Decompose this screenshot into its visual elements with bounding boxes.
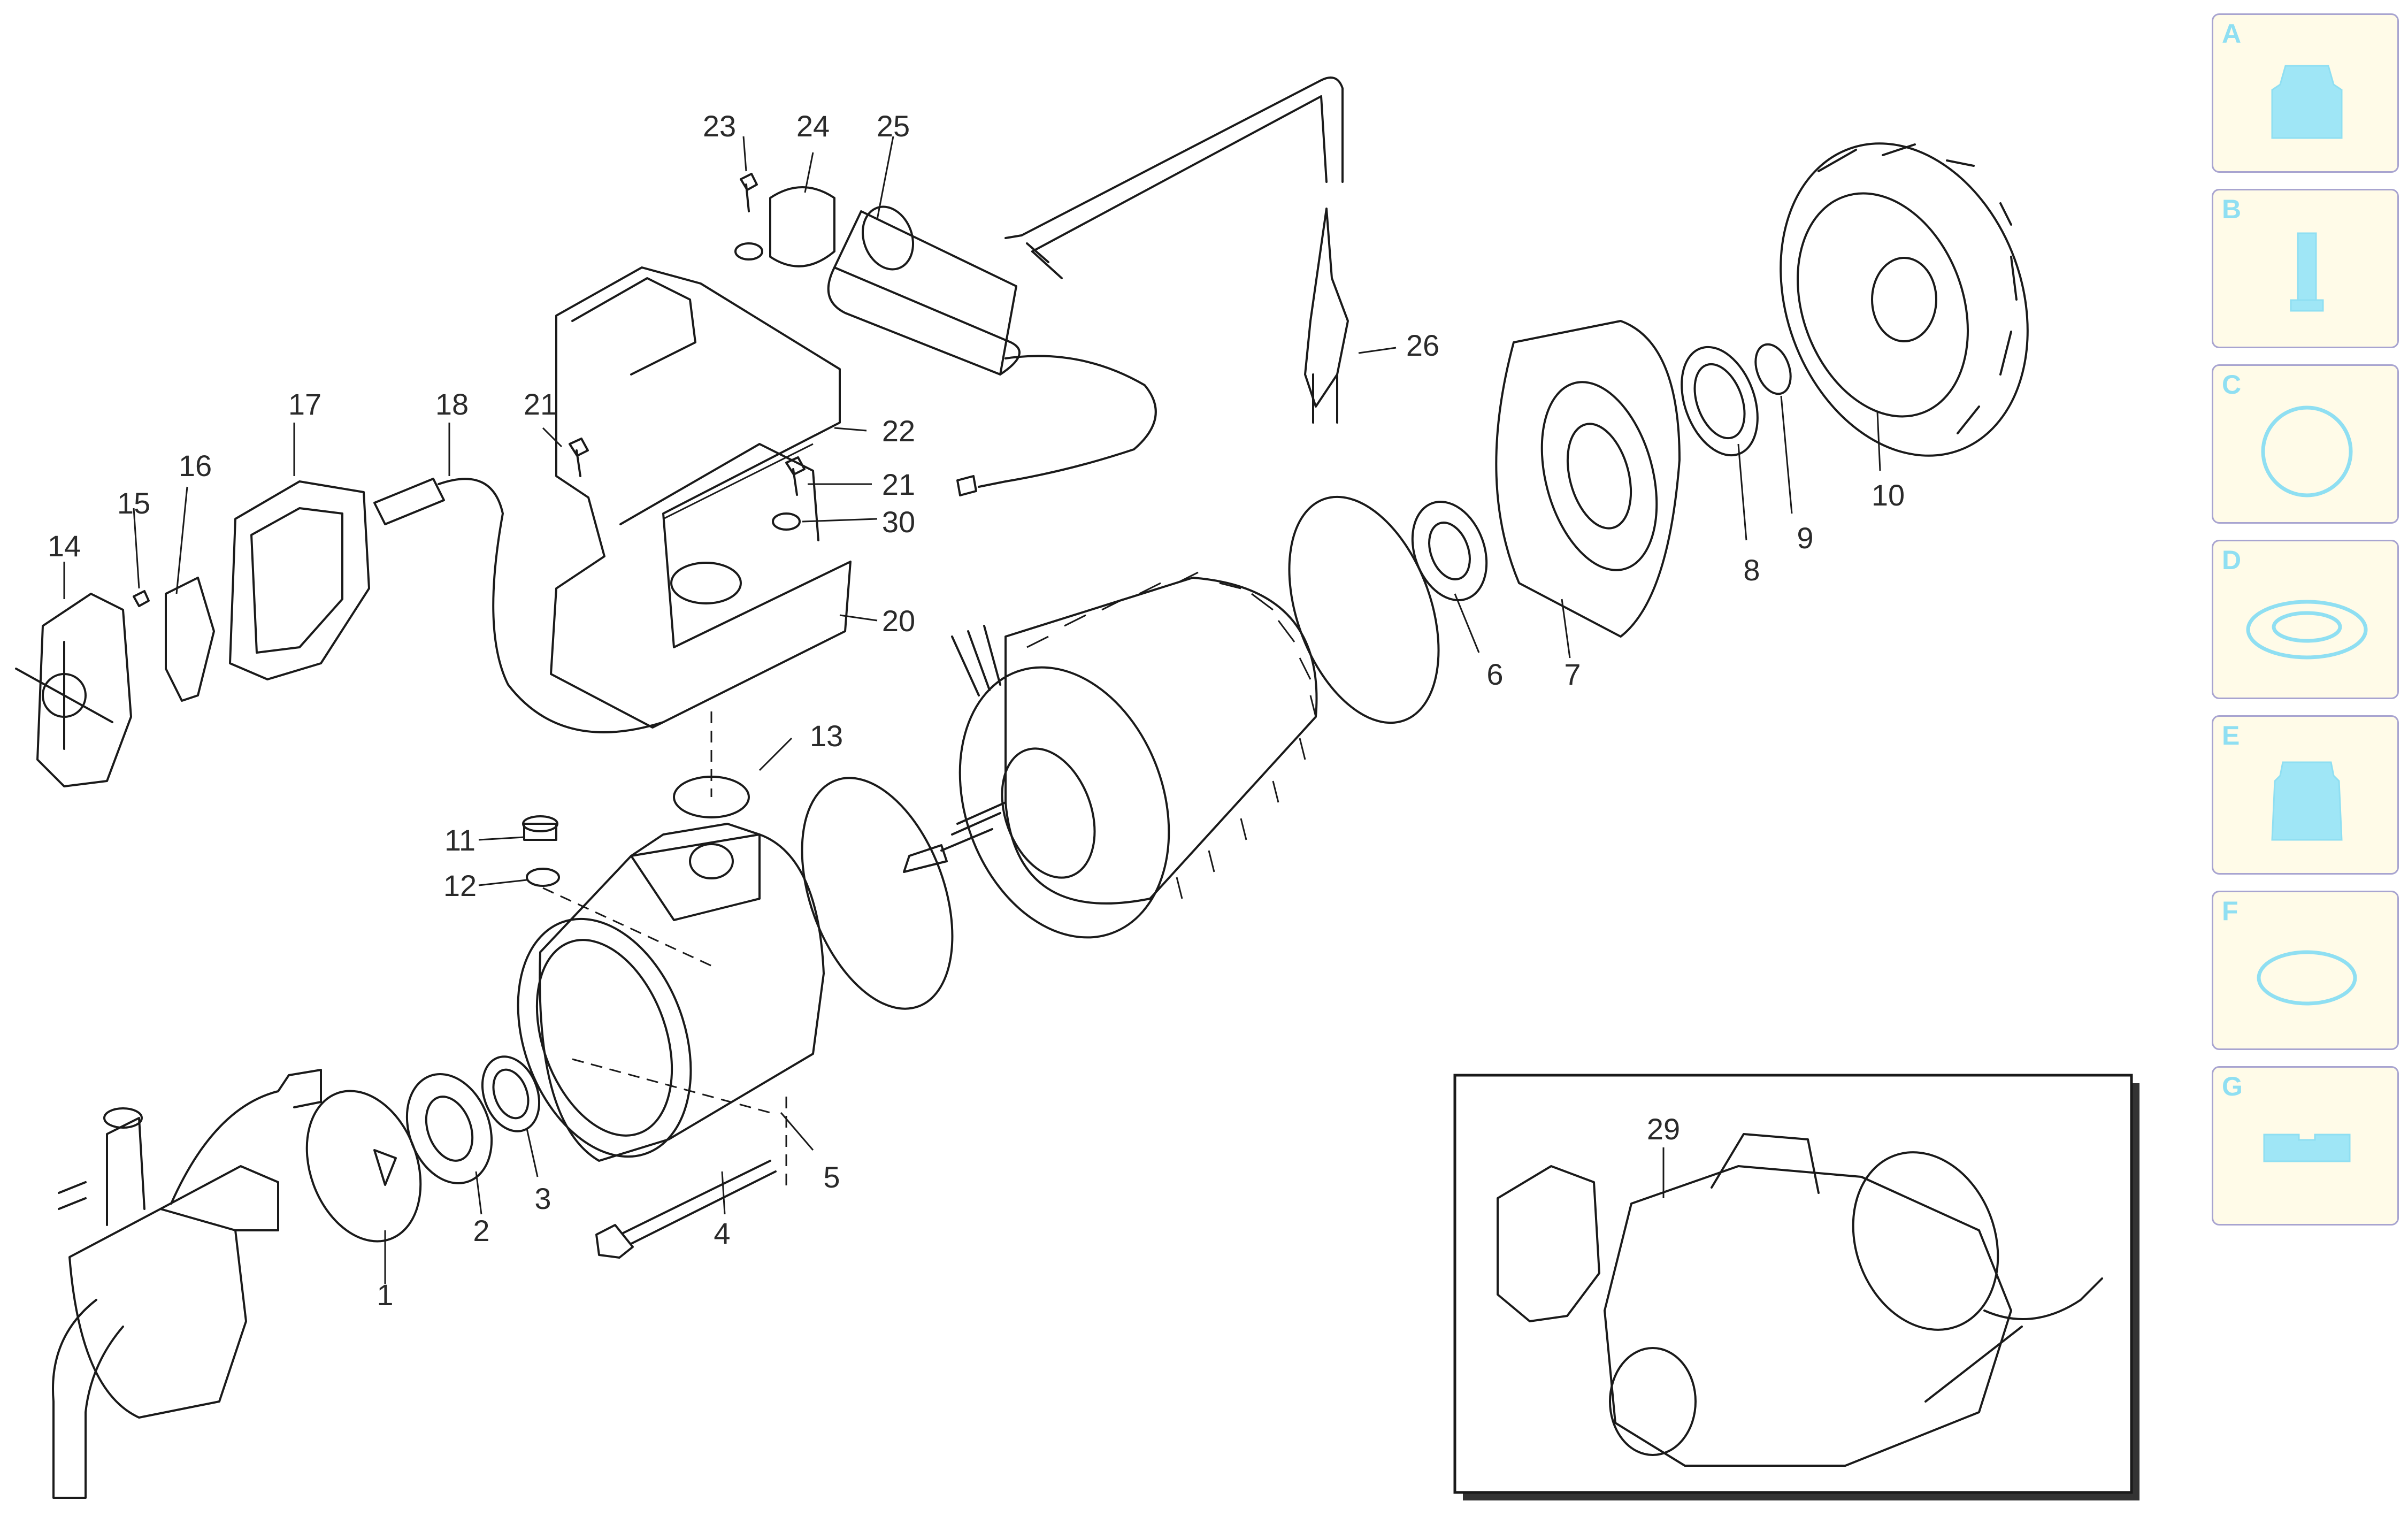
part-switch-cover	[15, 593, 132, 787]
part-fan	[1780, 142, 2029, 457]
legend-letter-f: F	[2222, 896, 2238, 926]
callout-5: 5	[823, 1160, 840, 1194]
callout-21b: 21	[882, 468, 915, 501]
callout-1: 1	[377, 1278, 393, 1312]
bracket-icon	[2263, 1134, 2351, 1162]
legend-tile-e[interactable]: E	[2212, 715, 2399, 875]
legend-tile-f[interactable]: F	[2212, 891, 2399, 1050]
legend-tile-c[interactable]: C	[2212, 364, 2399, 524]
legend-letter-g: G	[2222, 1071, 2243, 1101]
callout-12: 12	[443, 869, 477, 902]
part-screw-21b	[785, 456, 806, 496]
callout-4: 4	[714, 1216, 730, 1250]
seal-ring-icon	[2261, 405, 2353, 497]
part-clamp	[734, 186, 835, 267]
callout-7: 7	[1564, 657, 1581, 691]
part-screw-15	[133, 590, 150, 607]
legend-tile-a[interactable]: A	[2212, 13, 2399, 173]
callout-20: 20	[882, 604, 915, 638]
gasket-icon	[2246, 600, 2368, 660]
part-screw-21a	[569, 438, 589, 477]
callout-13: 13	[810, 719, 843, 753]
legend-letter-a: A	[2222, 19, 2242, 49]
part-control-housing	[550, 266, 852, 729]
part-o-ring-rear	[1288, 495, 1440, 724]
callout-15: 15	[117, 486, 150, 520]
legend-letter-d: D	[2222, 545, 2242, 575]
assembled-unit-inset: 29	[1453, 1074, 2139, 1500]
callout-30: 30	[882, 505, 915, 539]
callout-2: 2	[473, 1214, 489, 1247]
part-cable-18	[373, 478, 664, 733]
callout-25: 25	[877, 109, 910, 143]
callout-3: 3	[534, 1182, 551, 1215]
part-motor-housing	[517, 823, 825, 1162]
callout-26: 26	[1406, 328, 1439, 362]
callout-16: 16	[179, 449, 212, 483]
callout-24: 24	[796, 109, 830, 143]
legend-tile-b[interactable]: B	[2212, 189, 2399, 348]
callout-9: 9	[1797, 521, 1813, 555]
part-seal-3	[481, 1055, 541, 1132]
inset-callout-29: 29	[1647, 1112, 1680, 1146]
part-pump-head	[52, 1069, 322, 1499]
part-bolt	[595, 1160, 777, 1259]
part-switch-housing	[229, 480, 370, 680]
callout-8: 8	[1743, 553, 1760, 587]
legend-letter-e: E	[2222, 721, 2240, 750]
plunger-icon	[2290, 232, 2324, 312]
part-bearing-6	[1411, 501, 1488, 601]
callout-10: 10	[1872, 478, 1905, 512]
part-switch-plate	[165, 577, 215, 702]
callout-14: 14	[48, 529, 81, 563]
part-screw-23	[740, 173, 758, 212]
bellows-icon	[2271, 761, 2343, 841]
part-power-cable	[1004, 76, 1349, 424]
part-o-ring-front	[801, 777, 954, 1010]
pressure-switch-icon	[2271, 65, 2343, 139]
part-washer-30	[772, 512, 801, 531]
assembly-line	[542, 711, 787, 1193]
callout-17: 17	[288, 387, 321, 421]
legend-letter-c: C	[2222, 370, 2242, 400]
callout-18: 18	[435, 387, 469, 421]
legend-letter-b: B	[2222, 194, 2242, 224]
part-capacitor	[827, 205, 1157, 496]
callout-23: 23	[703, 109, 736, 143]
part-end-shield	[1495, 320, 1681, 638]
callout-21a: 21	[524, 387, 557, 421]
callout-22: 22	[882, 414, 915, 448]
o-ring-icon	[2257, 950, 2357, 1006]
part-bearing-2	[405, 1073, 493, 1184]
callout-labels: 1 2 3 4 5 6 7 8 9 10 11 12 13 14 15 16 1…	[48, 109, 1905, 1312]
part-motor-stator	[903, 571, 1318, 939]
callout-11: 11	[444, 823, 476, 857]
legend-tile-d[interactable]: D	[2212, 540, 2399, 699]
part-ring-9	[1754, 343, 1792, 395]
part-plug-11	[522, 815, 558, 841]
leader-lines	[63, 136, 1881, 1284]
part-wobble-plate	[305, 1090, 422, 1243]
callout-6: 6	[1486, 657, 1503, 691]
legend-tile-g[interactable]: G	[2212, 1066, 2399, 1226]
part-washer-12	[526, 868, 560, 887]
